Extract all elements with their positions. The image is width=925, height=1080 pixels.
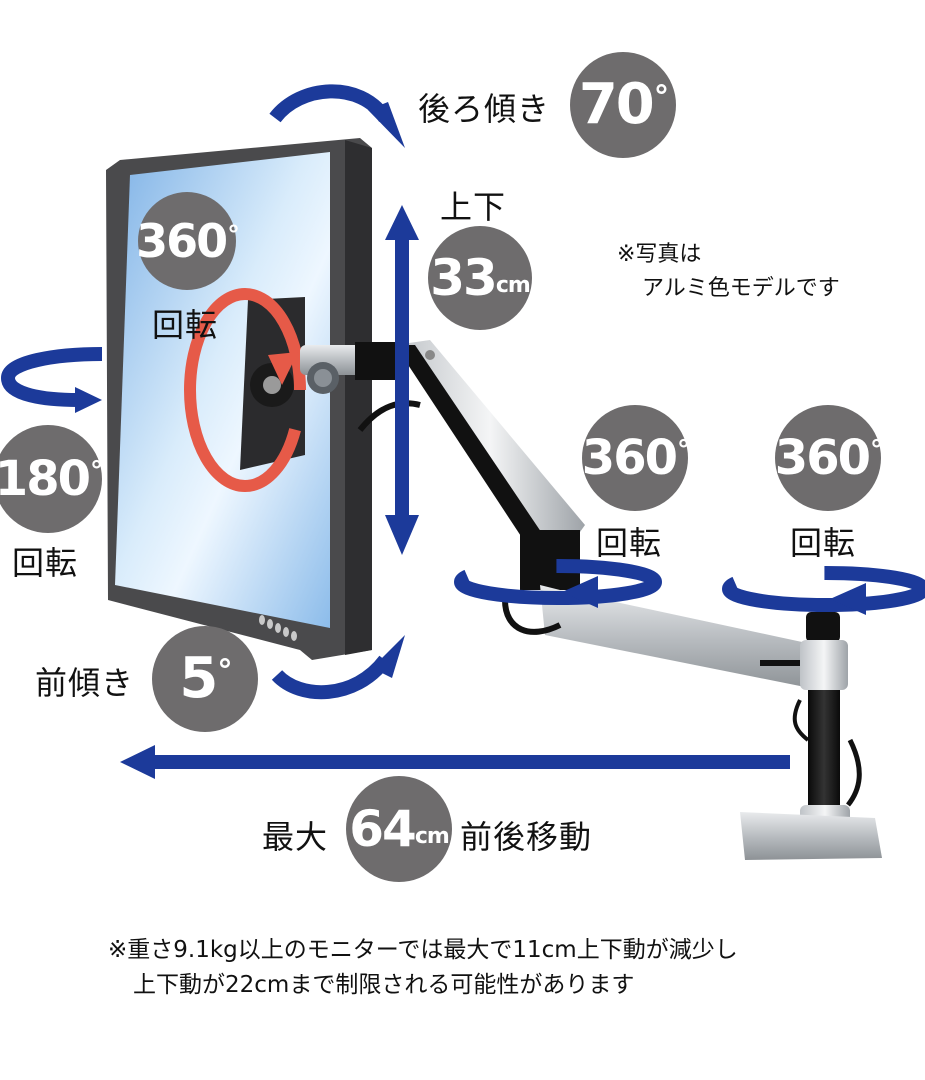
base-rotation-value: 360 [774, 430, 871, 486]
swivel-badge: 180° [0, 425, 103, 533]
swivel-label: 回転 [12, 544, 79, 582]
photo-note-line2: アルミ色モデルです [642, 276, 840, 301]
height-label: 上下 [440, 188, 507, 226]
screen-rotation-value: 360 [136, 214, 228, 268]
base-rotation-badge: 360° [774, 405, 883, 511]
tilt-back-arrow-icon [269, 84, 391, 123]
tilt-forward-label: 前傾き [35, 664, 135, 702]
elbow-rotation-value: 360 [581, 430, 678, 486]
tilt-back-label: 後ろ傾き [418, 90, 551, 128]
degree-symbol: ° [227, 219, 240, 249]
circular-rotation-icon [184, 288, 306, 492]
degree-symbol: ° [653, 78, 669, 115]
degree-symbol: ° [217, 652, 232, 689]
height-unit: cm [495, 272, 531, 298]
reach-prefix-label: 最大 [262, 818, 329, 856]
height-value: 33 [430, 249, 498, 307]
elbow-rotation-badge: 360° [581, 405, 690, 511]
screen-rotation-label: 回転 [152, 306, 219, 344]
tilt-forward-arrow-icon [271, 655, 391, 700]
base-rotation-label: 回転 [790, 524, 857, 562]
reach-suffix-label: 前後移動 [460, 818, 593, 856]
swivel-value: 180 [0, 451, 91, 507]
elbow-rotation-label: 回転 [596, 524, 663, 562]
tilt-forward-value: 5 [179, 646, 218, 711]
degree-symbol: ° [90, 456, 103, 488]
tilt-back-value: 70 [578, 72, 655, 137]
photo-note-line1: ※写真は [617, 242, 702, 267]
footnote-line2: 上下動が22cmまで制限される可能性があります [133, 972, 635, 998]
monitor-arm [300, 340, 882, 860]
tilt-back-badge: 70° [570, 52, 676, 158]
degree-symbol: ° [870, 435, 883, 467]
degree-symbol: ° [677, 435, 690, 467]
reach-unit: cm [414, 823, 450, 849]
reach-value: 64 [349, 800, 417, 858]
swivel-arrow-icon [0, 347, 103, 407]
footnote-line1: ※重さ9.1kg以上のモニターでは最大で11cm上下動が減少し [108, 937, 738, 963]
screen-rotation-badge: 360° [136, 192, 240, 290]
elbow-rotation-arrow-icon [454, 559, 662, 605]
base-rotation-arrow-icon [722, 566, 925, 612]
tilt-forward-badge: 5° [152, 626, 258, 732]
